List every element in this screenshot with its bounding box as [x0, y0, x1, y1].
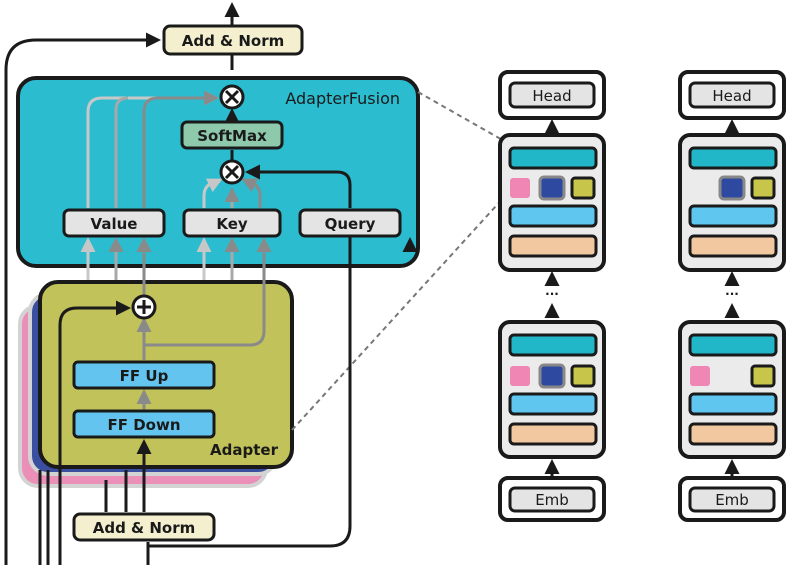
adapter-to-fusion-arrows	[80, 237, 272, 347]
input-lines	[38, 470, 150, 565]
softmax-label: SoftMax	[197, 127, 267, 145]
multiply-icon-bottom	[219, 159, 245, 185]
model-column-2: Head ··· Emb	[678, 70, 786, 522]
ff-down-box: FF Down	[72, 409, 216, 439]
key-box: Key	[182, 208, 282, 238]
value-label: Value	[91, 215, 138, 233]
query-box: Query	[298, 208, 402, 238]
key-label: Key	[216, 215, 248, 233]
query-arrow	[148, 108, 352, 548]
value-box: Value	[62, 208, 166, 238]
dots-2: ···	[725, 287, 739, 301]
plus-icon	[131, 294, 157, 320]
emb-label-1: Emb	[535, 491, 569, 509]
model-column-1: Head ··· Emb	[498, 70, 606, 522]
ff-up-label: FF Up	[120, 367, 169, 385]
dots-1: ···	[545, 287, 559, 301]
head-label-1: Head	[532, 87, 571, 105]
adapter-fusion-title: AdapterFusion	[285, 89, 400, 108]
add-norm-top-label: Add & Norm	[182, 32, 285, 50]
softmax-box: SoftMax	[180, 120, 284, 150]
ff-up-box: FF Up	[72, 360, 216, 390]
add-norm-bottom-box: Add & Norm	[72, 512, 216, 542]
query-label: Query	[325, 215, 376, 233]
value-to-output-arrows	[86, 90, 262, 208]
head-label-2: Head	[712, 87, 751, 105]
adapter-internal-arrows	[58, 300, 152, 565]
emb-label-2: Emb	[715, 491, 749, 509]
add-norm-bottom-label: Add & Norm	[93, 519, 196, 537]
adapter-title: Adapter	[210, 441, 279, 459]
add-norm-top-box: Add & Norm	[162, 24, 304, 56]
multiply-icon-top	[219, 84, 245, 110]
ff-down-label: FF Down	[107, 416, 180, 434]
zoom-connectors	[291, 91, 507, 431]
